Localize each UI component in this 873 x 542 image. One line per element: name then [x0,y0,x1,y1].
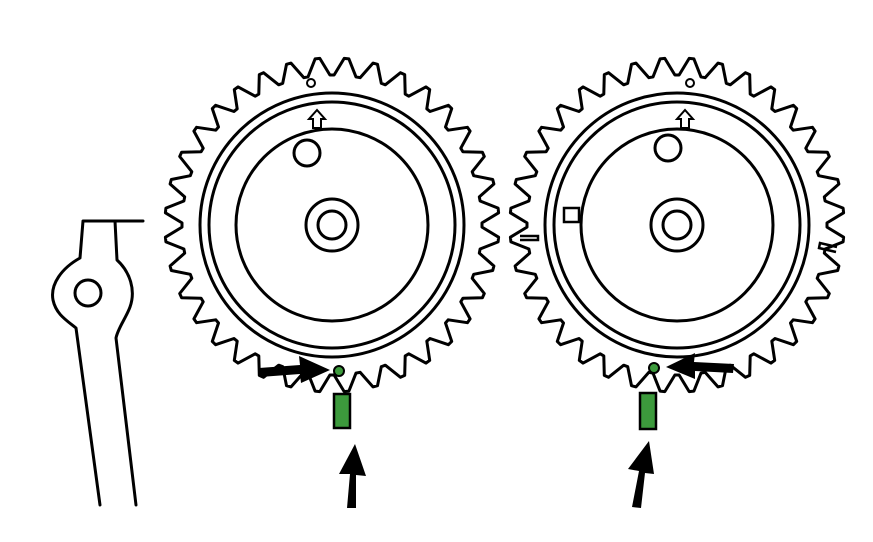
right-gear-outer-ring [543,91,811,359]
left-gear-bore [316,209,348,241]
arrows [259,353,734,508]
left-gear-top-dot [306,78,316,88]
right-gear-dowel-hole [653,133,683,163]
right-gear-square-notch [562,206,581,224]
left-timing-mark-arrow-icon [259,356,330,383]
left-gear-boss [304,197,360,253]
right-gear-bore [661,209,693,241]
left-gear-up-arrow-icon [306,108,328,129]
right-gear-timing-dot [648,362,660,374]
right-gear-hub [579,127,775,323]
left-gear-teeth [163,56,501,394]
left-sensor-marker [332,392,352,430]
right-gear-left-slot [520,234,540,242]
left-gear-dowel-hole [292,138,322,168]
left-gear-hub [234,127,430,323]
left-camshaft-gear [163,56,501,394]
right-sensor-marker [638,391,658,431]
left-gear-timing-dot [333,365,345,377]
right-gear-boss [649,197,705,253]
right-gear-right-slot [817,241,838,254]
right-sensor-pointer-arrow-icon [628,441,654,508]
left-sensor-pointer-arrow-icon [339,444,366,508]
right-timing-mark-arrow-icon [666,353,734,379]
bracket-arm [51,219,145,507]
right-gear-top-dot [685,78,695,88]
right-camshaft-gear [508,56,846,394]
bracket-outline [51,219,145,507]
bracket-hole [73,278,103,308]
left-gear-inner-ring [207,100,457,350]
right-gear-up-arrow-icon [674,108,696,129]
bracket-outline-inner [113,219,138,507]
right-gear-teeth [508,56,846,394]
right-gear-inner-ring [552,100,802,350]
left-gear-outer-ring [198,91,466,359]
